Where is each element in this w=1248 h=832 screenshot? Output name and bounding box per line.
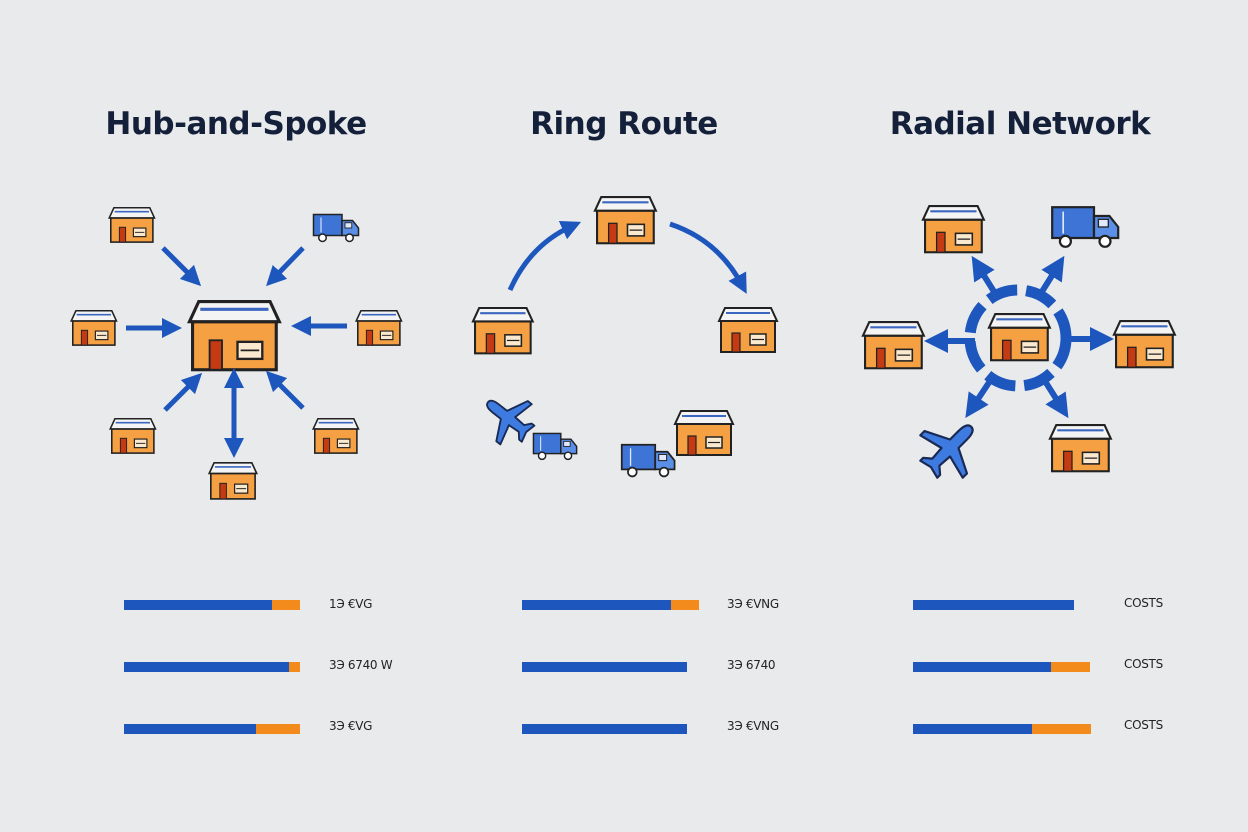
truck-icon [532, 432, 578, 461]
cost-bar-label: 3Э 6740 [727, 658, 776, 672]
hub-warehouse-icon [987, 312, 1051, 362]
warehouse-icon [355, 309, 403, 346]
warehouse-icon [70, 309, 118, 346]
ring-route-title: Ring Route [530, 106, 718, 142]
hub-and-spoke-diagram [70, 206, 403, 500]
ring-route-diagram [471, 196, 778, 478]
hub-warehouse-icon [187, 299, 281, 372]
cost-bar [522, 600, 699, 610]
warehouse-icon [312, 417, 360, 454]
truck-icon [312, 213, 360, 243]
cost-bar-fill [271, 600, 300, 610]
cost-bar-fill [1032, 724, 1091, 734]
warehouse-icon [471, 306, 534, 355]
cost-bar-fill [670, 600, 699, 610]
warehouse-icon [108, 206, 156, 243]
cost-bar-label: 1Э €VG [329, 597, 373, 611]
cost-bar [124, 724, 300, 734]
hub-and-spoke-title: Hub-and-Spoke [105, 106, 367, 142]
warehouse-icon [674, 410, 734, 456]
warehouse-icon [593, 196, 657, 245]
warehouse-icon [208, 462, 258, 500]
warehouse-icon [718, 307, 778, 353]
cost-bar [522, 662, 687, 672]
cost-bar [522, 724, 687, 734]
cost-bar-fill [289, 662, 300, 672]
cost-bar [913, 600, 1074, 610]
truck-icon [620, 443, 676, 478]
warehouse-icon [1112, 319, 1176, 369]
cost-bar-label: 3Э €VNG [727, 719, 779, 733]
arrow-icon [126, 246, 347, 458]
cost-bar [124, 600, 300, 610]
cost-bar [913, 724, 1091, 734]
cost-bar-fill [1051, 662, 1090, 672]
warehouse-icon [1048, 423, 1112, 473]
cost-bar-label: COSTS [1124, 657, 1163, 671]
radial-network-title: Radial Network [889, 106, 1151, 142]
arrow-icon [507, 221, 747, 294]
warehouse-icon [109, 417, 157, 454]
cost-bar-fill [256, 724, 300, 734]
radial-network-diagram [861, 205, 1176, 492]
cost-bar [913, 662, 1090, 672]
cost-bar-label: 3Э €VG [329, 719, 373, 733]
warehouse-icon [921, 205, 985, 254]
cost-bar [124, 662, 300, 672]
cost-bar-label: 3Э €VNG [727, 597, 779, 611]
cost-bar-label: COSTS [1124, 596, 1163, 610]
airplane-icon [906, 404, 994, 492]
arrow-icon [924, 255, 1114, 419]
warehouse-icon [861, 320, 925, 370]
cost-bar-label: COSTS [1124, 718, 1163, 732]
truck-icon [1051, 206, 1120, 248]
cost-bar-label: 3Э 6740 W [329, 658, 393, 672]
